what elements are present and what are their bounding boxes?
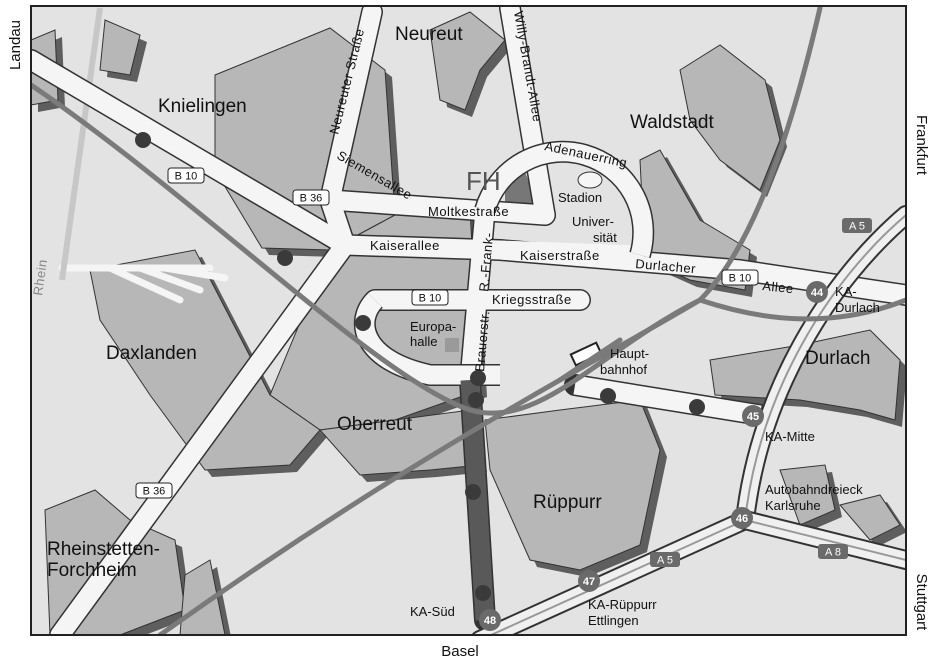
rail-hbf [557,337,623,383]
rhine-harbour [58,264,229,304]
label-ettlingen: Ettlingen [588,613,639,628]
label-ka-sued: KA-Süd [410,604,455,619]
svg-text:B 10: B 10 [729,273,752,285]
railways [31,6,906,635]
rhine-river [59,7,103,281]
label-stadion: Stadion [558,190,602,205]
svg-text:48: 48 [484,615,496,627]
tram-stops [135,132,705,601]
stadion-shape [577,171,603,189]
label-hbf-2: bahnhof [600,362,647,377]
direction-east-top: Frankfurt [913,115,930,176]
shield-b36-north: B 36 [292,189,330,206]
road-suedtangente [460,379,495,621]
area-rueppurr [484,399,661,571]
label-knielingen: Knielingen [158,96,247,117]
exit-48: 48 [479,609,501,631]
shield-a5-south: A 5 [650,552,680,567]
shield-b10-west: B 10 [167,167,205,184]
street-allee: Allee [762,278,795,296]
street-durlacher: Durlacher [635,256,697,276]
label-rueppurr: Rüppurr [533,492,602,513]
label-oberreut: Oberreut [337,414,413,435]
label-ka-durlach-2: Durlach [835,300,880,315]
svg-text:A 5: A 5 [657,555,673,567]
label-universitaet-1: Univer- [572,214,614,229]
road-kaiserstrasse [490,240,650,265]
exit-45: 45 [742,405,764,427]
street-kaiserallee: Kaiserallee [370,238,440,253]
label-daxlanden: Daxlanden [106,343,197,364]
exit-46: 46 [731,507,753,529]
road-willy-brandt [500,6,555,225]
area-nw [99,19,141,76]
label-dreieck-1: Autobahndreieck [765,482,863,497]
street-kriegsstrasse: Kriegsstraße [492,292,572,307]
svg-text:B 36: B 36 [143,486,166,498]
shield-b10-center: B 10 [411,289,449,306]
street-brauerstr: Brauerstr. [472,310,492,372]
area-durlach [709,329,901,421]
svg-text:46: 46 [736,513,748,525]
svg-text:A 8: A 8 [825,547,841,559]
svg-text:B 10: B 10 [175,171,198,183]
area-dreieck-2 [839,494,901,541]
label-rheinstetten-2: Forchheim [47,560,137,581]
street-rhein: Rhein [30,258,50,296]
svg-text:45: 45 [747,411,759,423]
street-moltkestrasse: Moltkestraße [428,204,509,219]
label-rheinstetten-1: Rheinstetten- [47,539,160,560]
street-kaiserstrasse: Kaiserstraße [520,248,600,263]
label-neureut: Neureut [395,24,463,45]
svg-text:47: 47 [583,576,595,588]
label-europahalle-1: Europa- [410,319,456,334]
road-kriegsstrasse-curve [355,293,500,385]
label-waldstadt: Waldstadt [630,112,714,133]
road-adenauerring [475,142,653,258]
area-neureut [429,11,506,111]
europahalle-shape [445,338,459,352]
label-fh: FH [466,166,501,196]
street-r-frank: R.-Frank- [476,232,496,292]
shield-b36-south: B 36 [135,482,173,499]
area-daxlanden [89,249,321,471]
label-hbf-1: Haupt- [610,346,649,361]
rail-west [31,82,906,416]
svg-text:B 10: B 10 [419,293,442,305]
road-moltke [320,190,555,225]
shield-b10-east: B 10 [721,269,759,286]
rail-north-south [157,6,823,635]
road-b36-south [50,235,355,635]
label-durlach: Durlach [805,348,870,369]
svg-text:B 36: B 36 [300,193,323,205]
label-ka-durlach-1: KA- [835,284,857,299]
svg-text:44: 44 [811,287,824,299]
label-europahalle-2: halle [410,334,437,349]
direction-east-bottom: Stuttgart [913,574,930,632]
label-ka-mitte: KA-Mitte [765,429,815,444]
area-waldstadt [679,44,781,191]
label-dreieck-2: Karlsruhe [765,498,821,513]
shield-a5-north: A 5 [842,218,872,233]
autobahn [471,205,906,635]
area-dreieck-1 [779,464,836,526]
map-frame [30,5,907,636]
area-south-west [179,559,226,635]
roads [31,6,906,635]
exit-47: 47 [578,570,600,592]
shield-a8: A 8 [818,544,848,559]
exit-44: 44 [806,281,828,303]
svg-text:A 5: A 5 [849,221,865,233]
direction-south: Basel [441,643,479,660]
label-universitaet-2: sität [593,230,617,245]
label-ka-rueppurr: KA-Rüppurr [588,597,657,612]
direction-west: Landau [7,20,24,70]
